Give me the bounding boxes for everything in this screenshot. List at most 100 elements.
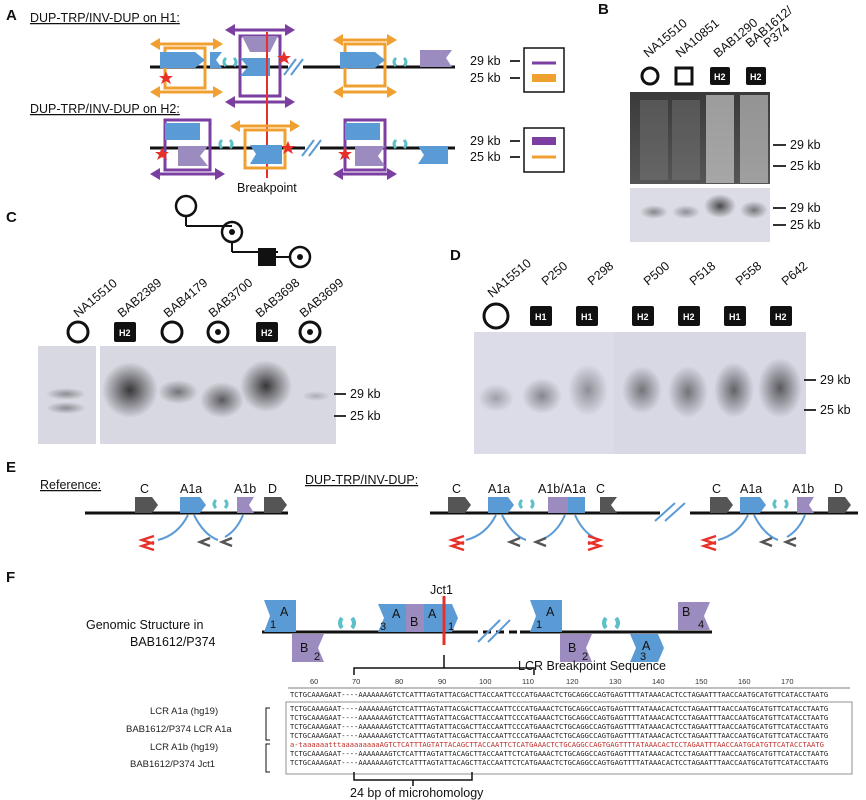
ruler-1: 70 bbox=[352, 677, 360, 686]
seq-label-2: LCR A1b (hg19) bbox=[150, 742, 218, 753]
e-ref-label-2: A1b bbox=[234, 482, 256, 496]
panel-b: NA15510 NA10851 BAB1290 BAB1612/ P374 H2… bbox=[630, 3, 821, 242]
f-box-letter-8: 1 bbox=[448, 621, 454, 633]
e-dup-title: DUP-TRP/INV-DUP: bbox=[305, 473, 418, 487]
ruler-10: 160 bbox=[738, 677, 751, 686]
e-dup-label-3: C bbox=[596, 482, 605, 496]
e-ref-label-1: A1a bbox=[180, 482, 202, 496]
d-hap-2: H2 bbox=[637, 312, 649, 322]
f-box-letter-16: 4 bbox=[698, 619, 704, 631]
b-bottom-29kb: 29 kb bbox=[790, 201, 821, 215]
c-badge-1: H2 bbox=[261, 328, 273, 338]
f-box-letter-11: B bbox=[568, 641, 576, 655]
seq-6: TCTGCAAAGAAT----AAAAAAAGTCTCATTTAGTATTAC… bbox=[290, 749, 828, 758]
seq-label-3: BAB1612/P374 Jct1 bbox=[130, 759, 215, 770]
e-dup-label-7: D bbox=[834, 482, 843, 496]
ruler-6: 120 bbox=[566, 677, 579, 686]
c-sample-0: NA15510 bbox=[71, 276, 120, 320]
b-25kb: 25 kb bbox=[790, 159, 821, 173]
seq-3: TCTGCAAAGAAT----AAAAAAAGTCTCATTTAGTATTAC… bbox=[290, 722, 828, 731]
e-dup-label-0: C bbox=[452, 482, 461, 496]
ruler-7: 130 bbox=[609, 677, 622, 686]
d-25kb: 25 kb bbox=[820, 403, 851, 417]
a-h2-25kb: 25 kb bbox=[470, 150, 501, 164]
ruler-9: 150 bbox=[695, 677, 708, 686]
breakpoint-label: Breakpoint bbox=[237, 181, 297, 195]
f-box-letter-1: 1 bbox=[270, 619, 276, 631]
f-box-letter-4: A bbox=[392, 607, 401, 621]
panel-label-c: C bbox=[6, 209, 17, 226]
panel-a-title-h1: DUP-TRP/INV-DUP on H1: bbox=[30, 11, 180, 25]
f-box-letter-9: A bbox=[546, 605, 555, 619]
e-dup-label-1: A1a bbox=[488, 482, 510, 496]
d-hap-5: H2 bbox=[775, 312, 787, 322]
e-dup-label-4: C bbox=[712, 482, 721, 496]
f-box-letter-7: A bbox=[428, 607, 437, 621]
f-genomic-title: Genomic Structure in bbox=[86, 618, 203, 632]
panel-e: Reference: DUP-TRP/INV-DUP: C A1a A1b D bbox=[40, 473, 858, 552]
ruler-11: 170 bbox=[781, 677, 794, 686]
b-badge-1: H2 bbox=[750, 72, 762, 82]
c-sample-4: BAB3698 bbox=[253, 276, 302, 321]
c-sample-3: BAB3700 bbox=[206, 276, 255, 321]
e-ref-label-3: D bbox=[268, 482, 277, 496]
d-sample-2: P298 bbox=[585, 259, 616, 289]
seq-label-0: LCR A1a (hg19) bbox=[150, 706, 218, 717]
seq-7: TCTGCAAAGAAT----AAAAAAAGTCTCATTTAGTATTAC… bbox=[290, 758, 828, 767]
c-badge-0: H2 bbox=[119, 328, 131, 338]
panel-label-a: A bbox=[6, 7, 17, 24]
b-badge-0: H2 bbox=[714, 72, 726, 82]
ruler-8: 140 bbox=[652, 677, 665, 686]
f-jct: Jct1 bbox=[430, 583, 453, 597]
b-29kb: 29 kb bbox=[790, 138, 821, 152]
e-dup-label-6: A1b bbox=[792, 482, 814, 496]
d-hap-0: H1 bbox=[535, 312, 547, 322]
panel-label-d: D bbox=[450, 247, 461, 264]
f-box-letter-5: 3 bbox=[380, 621, 386, 633]
c-sample-2: BAB4179 bbox=[161, 276, 210, 321]
d-sample-4: P518 bbox=[687, 259, 718, 289]
d-hap-3: H2 bbox=[683, 312, 695, 322]
d-hap-1: H1 bbox=[581, 312, 593, 322]
f-box-letter-0: A bbox=[280, 605, 289, 619]
seq-label-1: BAB1612/P374 LCR A1a bbox=[126, 724, 232, 735]
seq-1: TCTGCAAAGAAT----AAAAAAAGTCTCATTTAGTATTAC… bbox=[290, 704, 828, 713]
seq-2: TCTGCAAAGAAT----AAAAAAAGTCTCATTTAGTATTAC… bbox=[290, 713, 828, 722]
c-sample-5: BAB3699 bbox=[297, 276, 346, 321]
a-h2-29kb: 29 kb bbox=[470, 134, 501, 148]
f-box-letter-14: 3 bbox=[640, 651, 646, 663]
e-dup-label-5: A1a bbox=[740, 482, 762, 496]
c-sample-1: BAB2389 bbox=[115, 276, 164, 321]
e-dup-label-2: A1b/A1a bbox=[538, 482, 586, 496]
f-box-letter-10: 1 bbox=[536, 619, 542, 631]
f-breakpoint-title: LCR Breakpoint Sequence bbox=[518, 659, 666, 673]
f-genomic-sample: BAB1612/P374 bbox=[130, 635, 216, 649]
f-box-letter-2: B bbox=[300, 641, 308, 655]
e-reference-title: Reference: bbox=[40, 478, 101, 492]
panel-f: Genomic Structure in BAB1612/P374 A 1 B … bbox=[86, 583, 853, 800]
panel-label-f: F bbox=[6, 569, 15, 586]
f-box-letter-12: 2 bbox=[582, 651, 588, 663]
panel-a: DUP-TRP/INV-DUP on H1: DUP-TRP/INV-DUP o… bbox=[30, 11, 565, 195]
f-box-letter-15: B bbox=[682, 605, 690, 619]
seq-4: TCTGCAAAGAAT----AAAAAAAGTCTCATTTAGTATTAC… bbox=[290, 731, 828, 740]
d-hap-4: H1 bbox=[729, 312, 741, 322]
f-microhomology: 24 bp of microhomology bbox=[350, 786, 484, 800]
ruler-0: 60 bbox=[310, 677, 318, 686]
panel-label-e: E bbox=[6, 459, 16, 476]
ruler-4: 100 bbox=[479, 677, 492, 686]
f-alignment-box bbox=[285, 701, 853, 775]
panel-label-b: B bbox=[598, 1, 609, 18]
f-ruler: 60 70 80 90 100 110 120 130 140 150 160 … bbox=[288, 677, 850, 689]
ruler-2: 80 bbox=[395, 677, 403, 686]
b-bottom-25kb: 25 kb bbox=[790, 218, 821, 232]
f-box-letter-3: 2 bbox=[314, 651, 320, 663]
d-sample-0: NA15510 bbox=[485, 256, 534, 300]
c-25kb: 25 kb bbox=[350, 409, 381, 423]
d-sample-5: P558 bbox=[733, 259, 764, 289]
seq-0: TCTGCAAAGAAT----AAAAAAAGTCTCATTTAGTATTAC… bbox=[290, 690, 828, 699]
c-29kb: 29 kb bbox=[350, 387, 381, 401]
f-box-letter-13: A bbox=[642, 639, 651, 653]
a-h1-25kb: 25 kb bbox=[470, 71, 501, 85]
